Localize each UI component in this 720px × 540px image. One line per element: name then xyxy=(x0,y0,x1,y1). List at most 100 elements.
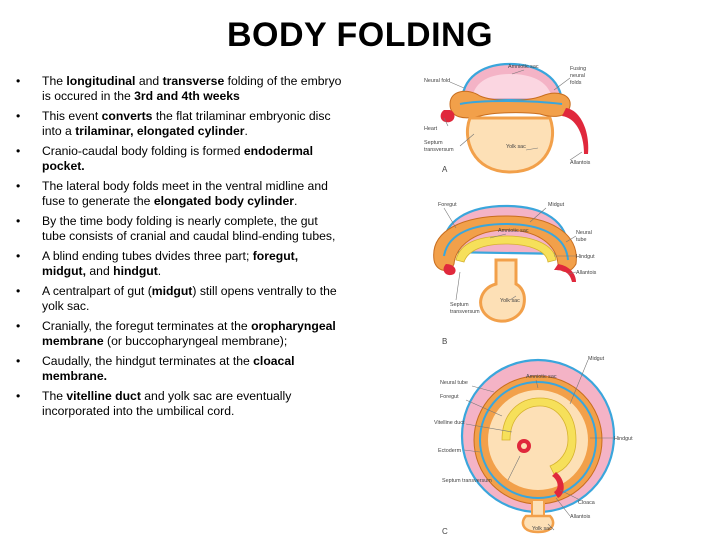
panel-a-allantois xyxy=(562,108,589,154)
bullet-dot: • xyxy=(16,179,21,193)
label-midgut-c: Midgut xyxy=(588,356,605,362)
bullet-dot: • xyxy=(16,74,21,88)
bullet-text: A centralpart of gut ( xyxy=(42,284,152,298)
bullet-item: • The vitelline duct and yolk sac are eve… xyxy=(14,389,344,419)
bullet-text: A blind ending tubes dvides three part; xyxy=(42,249,253,263)
bullet-item: • The lateral body folds meet in the vent… xyxy=(14,179,344,209)
bullet-emphasis: 3rd and 4th weeks xyxy=(134,89,240,103)
bullet-text: ) still opens ventrally to the yolk sac. xyxy=(42,284,337,313)
label-folds-a: folds xyxy=(570,80,582,86)
bullet-emphasis: endodermal pocket. xyxy=(42,144,313,173)
bullet-dot: • xyxy=(16,144,21,158)
label-hindgut-c: Hindgut xyxy=(614,436,633,442)
bullet-emphasis: converts xyxy=(101,109,153,123)
bullet-text: By the time body folding is nearly compl… xyxy=(42,214,336,243)
panel-a-letter: A xyxy=(442,165,448,174)
bullet-text: and yolk sac are eventually incorporated… xyxy=(42,389,292,418)
bullet-text: folding of the embryo is occured in the xyxy=(42,74,342,103)
panel-a-heart xyxy=(440,110,455,123)
label-cloaca-c: Cloaca xyxy=(578,500,595,506)
label-yolk-sac-b: Yolk sac xyxy=(500,298,520,304)
bullet-text: The xyxy=(42,74,67,88)
bullet-text: Cranially, the foregut terminates at the xyxy=(42,319,252,333)
label-tube-b: tube xyxy=(576,237,587,243)
label-midgut-b: Midgut xyxy=(548,202,565,208)
bullet-text: and xyxy=(86,264,114,278)
panel-a-embryo xyxy=(449,90,571,119)
label-foregut-c: Foregut xyxy=(440,394,459,400)
bullet-item: • By the time body folding is nearly comp… xyxy=(14,214,344,244)
bullet-text: (or buccopharyngeal membrane); xyxy=(103,334,288,348)
bullet-text: . xyxy=(157,264,162,278)
label-transversum-b: transversum xyxy=(450,309,480,315)
label-amniotic-sac-b: Amniotic sac xyxy=(498,228,529,234)
bullet-item: • This event converts the flat trilaminar… xyxy=(14,109,344,139)
label-septum-a: Septum xyxy=(424,140,443,146)
bullet-emphasis: elongated body cylinder xyxy=(153,194,294,208)
panel-c-letter: C xyxy=(442,527,448,536)
bullet-dot: • xyxy=(16,214,21,228)
label-hindgut-b: Hindgut xyxy=(576,254,595,260)
bullet-dot: • xyxy=(16,284,21,298)
panel-a: Neural fold Amniotic sac Fusing neural f… xyxy=(424,62,591,174)
panel-b-yolk-sac xyxy=(479,258,526,323)
bullet-item: • Cranio-caudal body folding is formed en… xyxy=(14,144,344,174)
label-allantois-c: Allantois xyxy=(570,514,591,520)
panel-b-letter: B xyxy=(442,337,447,346)
panel-a-yolk-sac xyxy=(465,116,555,174)
bullet-emphasis: longitudinal xyxy=(66,74,136,88)
label-ectoderm-c: Ectoderm xyxy=(438,448,462,454)
bullet-text: Cranio-caudal body folding is formed xyxy=(42,144,244,158)
panel-b-gut xyxy=(455,235,557,263)
bullet-text: the flat trilaminar embryonic disc into … xyxy=(42,109,331,138)
label-yolk-sac-c: Yolk sac xyxy=(532,526,552,532)
label-amniotic-sac-c: Amniotic sac xyxy=(526,374,557,380)
panel-c: Midgut Neural tube Amniotic sac Foregut … xyxy=(434,356,633,536)
bullet-dot: • xyxy=(16,249,21,263)
bullet-text: . xyxy=(244,124,248,138)
label-neural-tube-c: Neural tube xyxy=(440,380,468,386)
label-neural-a: neural xyxy=(570,73,585,79)
bullet-text: This event xyxy=(42,109,102,123)
bullet-emphasis: oropharyngeal membrane xyxy=(42,319,336,348)
label-fusing-a: Fusing xyxy=(570,66,586,72)
bullet-emphasis: trilaminar, elongated cylinder xyxy=(75,124,245,138)
label-allantois-a: Allantois xyxy=(570,160,591,166)
panel-c-yolk-sac xyxy=(521,514,555,534)
label-transversum-a: transversum xyxy=(424,147,454,153)
bullet-emphasis: foregut, midgut, xyxy=(42,249,299,278)
body-folding-figure: Neural fold Amniotic sac Fusing neural f… xyxy=(424,62,633,536)
bullet-text: and xyxy=(135,74,163,88)
label-septum-transversum-c: Septum transversum xyxy=(442,478,492,484)
bullet-text: . xyxy=(294,194,298,208)
bullet-item: • The longitudinal and transverse folding… xyxy=(14,74,344,104)
bullet-emphasis: hindgut xyxy=(113,264,158,278)
bullet-dot: • xyxy=(16,389,21,403)
bullet-text: Caudally, the hindgut terminates at the xyxy=(42,354,254,368)
label-yolk-sac-a: Yolk sac xyxy=(506,144,526,150)
label-allantois-b: Allantois xyxy=(576,270,597,276)
label-vitelline-duct-c: Vitelline duct xyxy=(434,420,465,426)
bullet-item: • Caudally, the hindgut terminates at the… xyxy=(14,354,344,384)
label-heart-a: Heart xyxy=(424,126,438,132)
bullet-emphasis: midgut xyxy=(151,284,193,298)
bullet-list: • The longitudinal and transverse folding… xyxy=(14,74,344,424)
panel-b: Foregut Midgut Amniotic sac Neural tube … xyxy=(433,202,597,346)
bullet-dot: • xyxy=(16,319,21,333)
bullet-item: • Cranially, the foregut terminates at th… xyxy=(14,319,344,349)
bullet-text: The lateral body folds meet in the ventr… xyxy=(42,179,328,208)
label-foregut-b: Foregut xyxy=(438,202,457,208)
slide-title: BODY FOLDING xyxy=(226,16,494,54)
label-neural-fold-a: Neural fold xyxy=(424,78,450,84)
label-neural-b: Neural xyxy=(576,230,592,236)
bullet-text: The xyxy=(42,389,67,403)
bullet-item: • A centralpart of gut (midgut) still ope… xyxy=(14,284,344,314)
label-amniotic-sac-a: Amniotic sac xyxy=(508,64,539,70)
bullet-emphasis: vitelline duct xyxy=(66,389,141,403)
bullet-item: • A blind ending tubes dvides three part;… xyxy=(14,249,344,279)
bullet-dot: • xyxy=(16,109,21,123)
bullet-emphasis: transverse xyxy=(162,74,225,88)
bullet-emphasis: cloacal membrane. xyxy=(42,354,295,383)
bullet-dot: • xyxy=(16,354,21,368)
label-septum-b: Septum xyxy=(450,302,469,308)
